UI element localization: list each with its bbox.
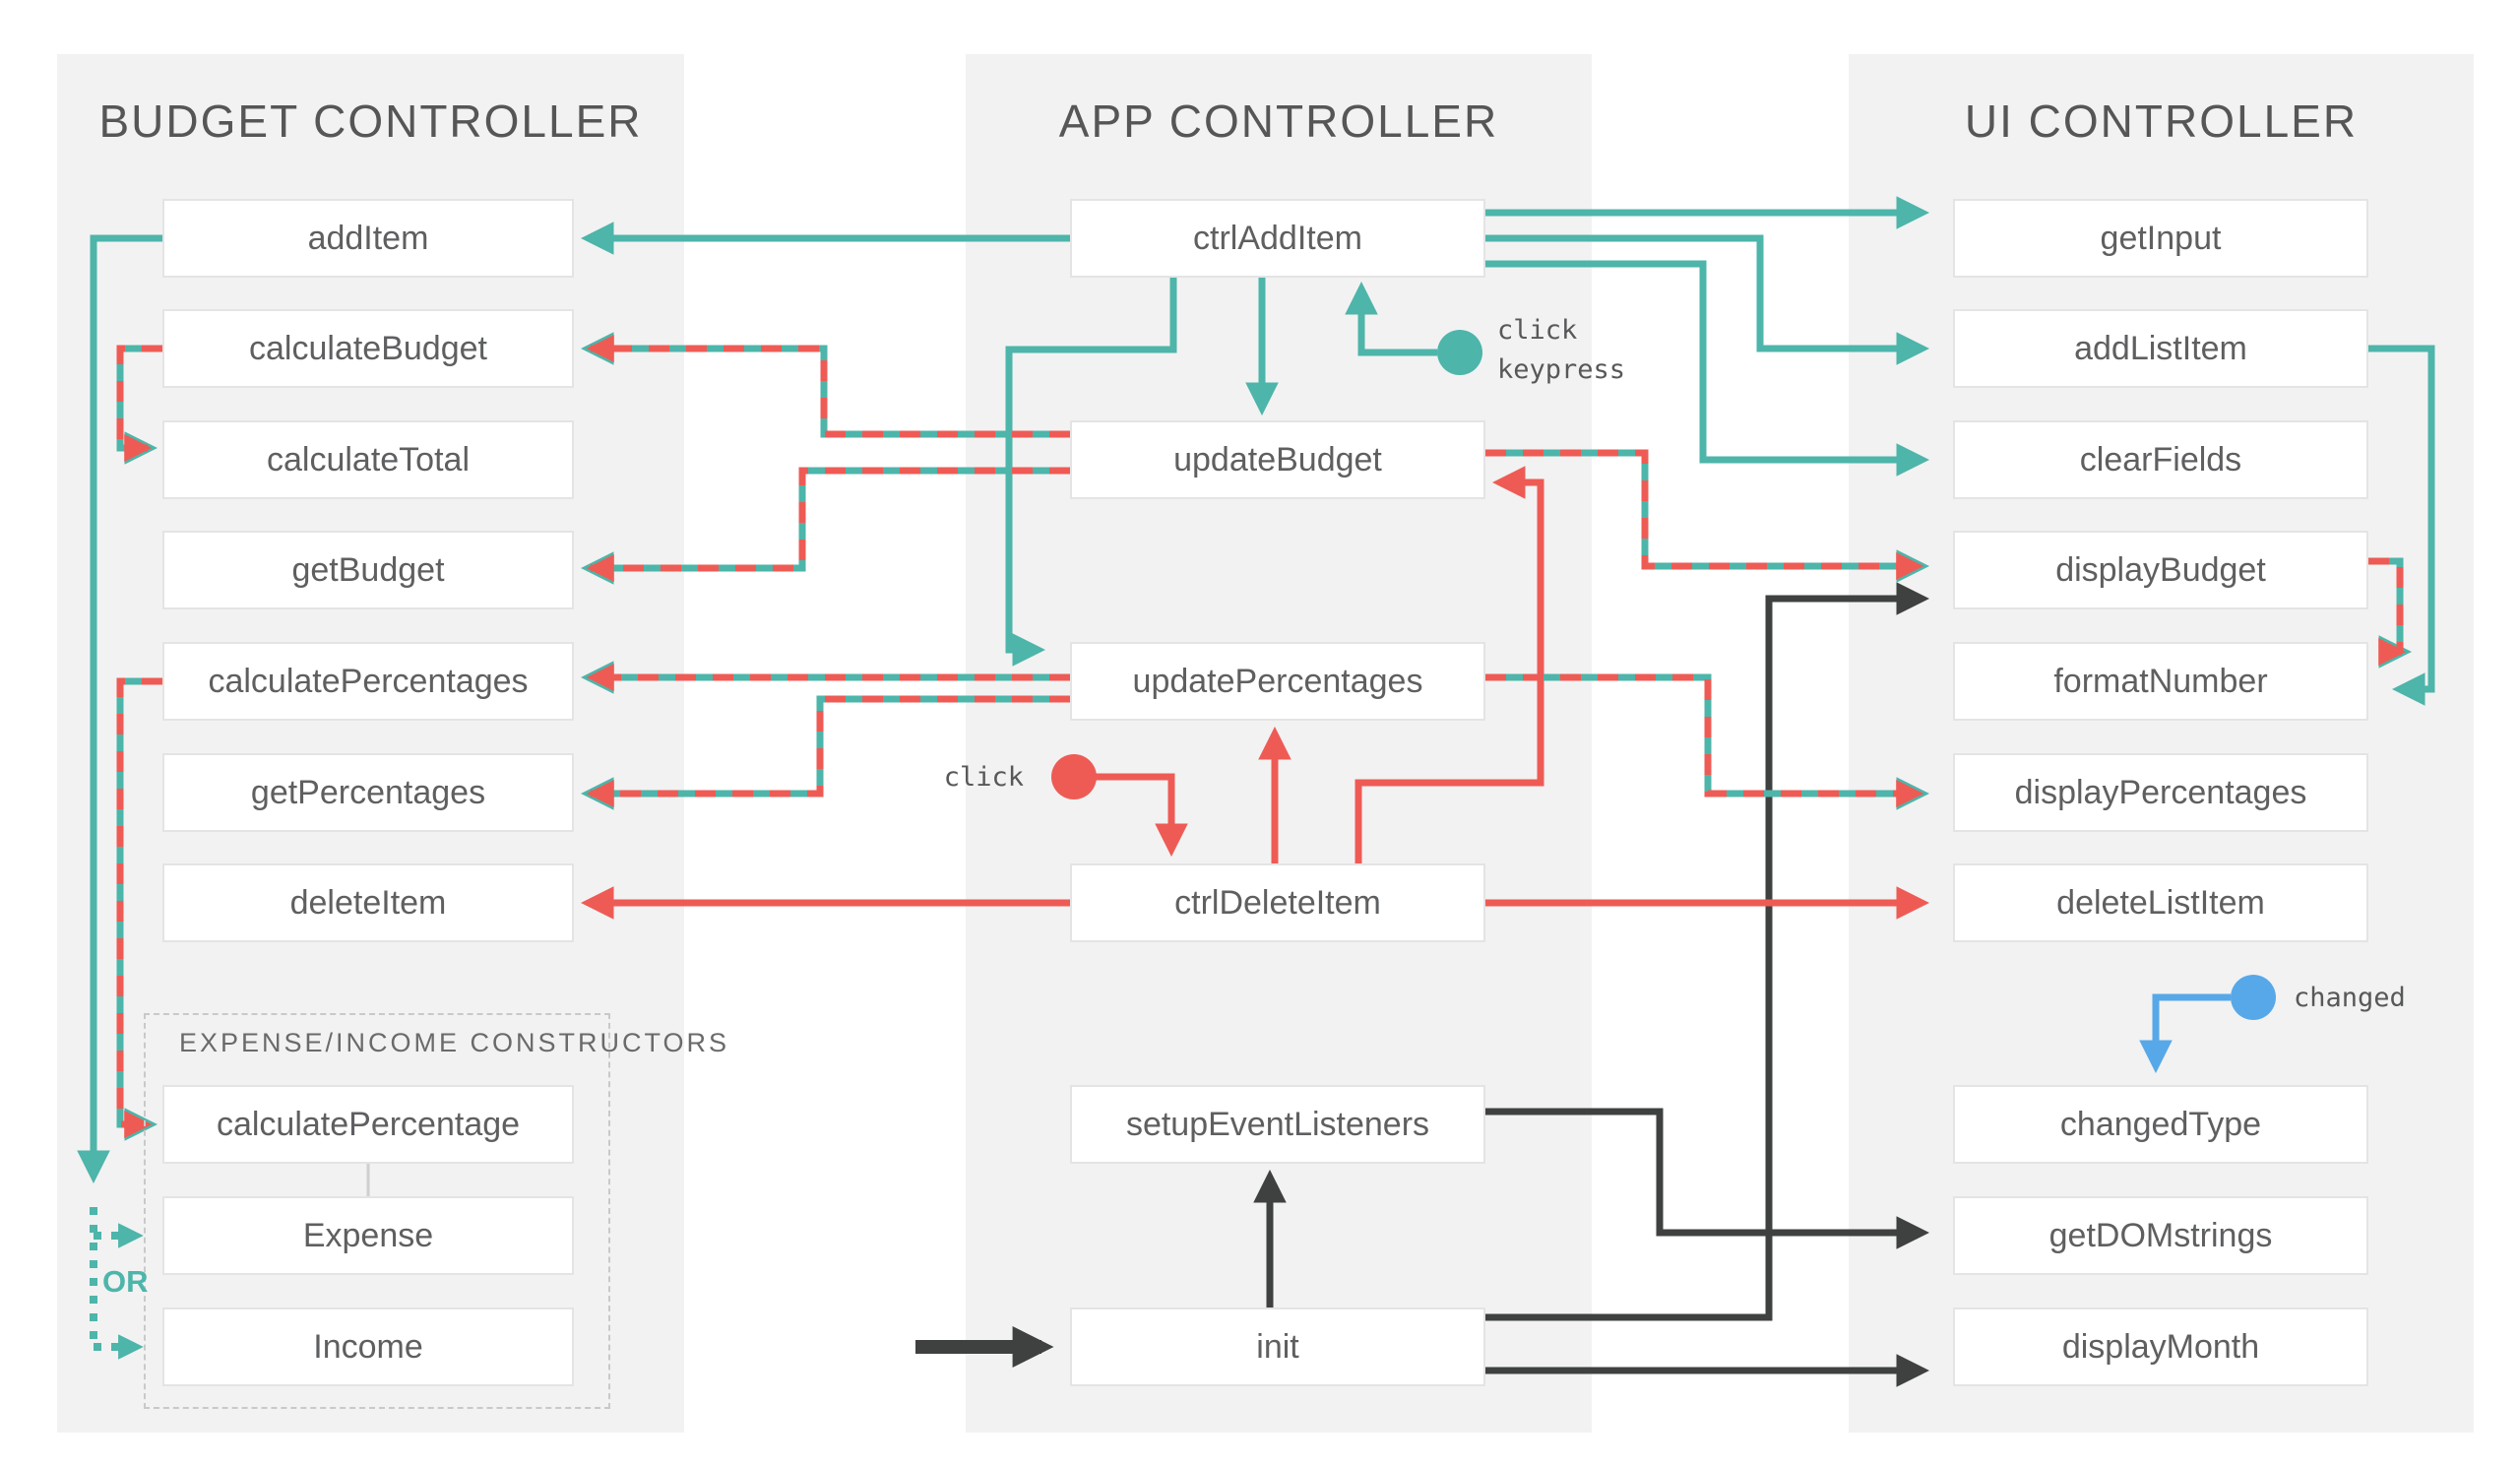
node-displaymonth: displayMonth (1953, 1308, 2368, 1386)
column-title-budget-controller: BUDGET CONTROLLER (98, 96, 643, 147)
edge-calculatebudget-to-calculatetotal (116, 345, 162, 465)
expense-income-constructors-group (144, 1013, 610, 1409)
edge-group-add-flow (77, 196, 2435, 1360)
node-formatnumber: formatNumber (1953, 642, 2368, 721)
edge-ctrladditem-to-clearfields (1485, 260, 1930, 477)
edge-calculatepercentages-to-calculatepercentage (116, 677, 162, 1141)
node-getinput: getInput (1953, 199, 2368, 278)
click-event-dot (1051, 754, 1097, 799)
edge-group-delete-flow (580, 466, 1930, 920)
edge-changed-to-changedtype (2139, 993, 2231, 1074)
node-income: Income (162, 1308, 574, 1386)
node-calculatebudget: calculateBudget (162, 309, 574, 388)
node-setupeventlisteners: setupEventListeners (1070, 1085, 1485, 1164)
or-label: OR (102, 1264, 149, 1299)
event-label-changed: changed (2294, 983, 2406, 1013)
edge-group-changed-event (2139, 975, 2276, 1074)
event-label-click: click (943, 762, 1024, 793)
node-changedtype: changedType (1953, 1085, 2368, 1164)
edge-group-data-return (116, 332, 2413, 1141)
node-addlistitem: addListItem (1953, 309, 2368, 388)
edge-updatepercentages-to-getpercentages (580, 695, 1070, 810)
edge-init-to-displaybudget (1485, 582, 1930, 1321)
node-calculatepercentage: calculatePercentage (162, 1085, 574, 1164)
edge-group-init-flow (915, 582, 1930, 1387)
node-getdomstrings: getDOMstrings (1953, 1196, 2368, 1275)
expense-income-constructors-title: EXPENSE/INCOME CONSTRUCTORS (179, 1028, 730, 1057)
column-title-ui-controller: UI CONTROLLER (1964, 96, 2359, 147)
node-getpercentages: getPercentages (162, 753, 574, 832)
node-deletelistitem: deleteListItem (1953, 863, 2368, 942)
node-displaypercentages: displayPercentages (1953, 753, 2368, 832)
edge-clickkeypress-to-ctrladditem (1345, 281, 1437, 356)
column-title-app-controller: APP CONTROLLER (1058, 96, 1499, 147)
edge-updatebudget-to-getbudget (580, 467, 1070, 585)
node-ctrldeleteitem: ctrlDeleteItem (1070, 863, 1485, 942)
node-calculatepercentages: calculatePercentages (162, 642, 574, 721)
edge-ctrldeleteitem-to-updatebudget (1354, 466, 1544, 863)
node-expense: Expense (162, 1196, 574, 1275)
node-ctrladditem: ctrlAddItem (1070, 199, 1485, 278)
event-label-click-line: click (1497, 315, 1578, 346)
node-init: init (1070, 1308, 1485, 1386)
edge-setupeventlisteners-to-getdomstrings (1485, 1108, 1930, 1249)
edge-displaybudget-to-formatnumber (2368, 557, 2413, 669)
node-additem: addItem (162, 199, 574, 278)
node-updatebudget: updateBudget (1070, 420, 1485, 499)
node-displaybudget: displayBudget (1953, 531, 2368, 609)
edge-additem-to-constructors (77, 234, 162, 1184)
edge-addlistitem-to-formatnumber (2368, 345, 2435, 706)
node-clearfields: clearFields (1953, 420, 2368, 499)
node-updatepercentages: updatePercentages (1070, 642, 1485, 721)
edge-click-to-ctrldeleteitem (1096, 773, 1188, 858)
node-calculatetotal: calculateTotal (162, 420, 574, 499)
click-keypress-event-dot (1437, 330, 1482, 375)
edge-updatepercentages-to-displaypercentages (1485, 673, 1930, 810)
node-getbudget: getBudget (162, 531, 574, 609)
event-label-click-keypress: click keypress (1497, 311, 1625, 390)
edge-updatebudget-to-displaybudget (1485, 449, 1930, 583)
changed-event-dot (2231, 975, 2276, 1020)
edge-ctrladditem-to-updatepercentages (1005, 278, 1177, 667)
edge-ctrladditem-to-addlistitem (1485, 234, 1930, 365)
event-label-keypress-line: keypress (1497, 354, 1626, 385)
node-deleteitem: deleteItem (162, 863, 574, 942)
edge-updatebudget-to-calculatebudget (580, 332, 1070, 438)
